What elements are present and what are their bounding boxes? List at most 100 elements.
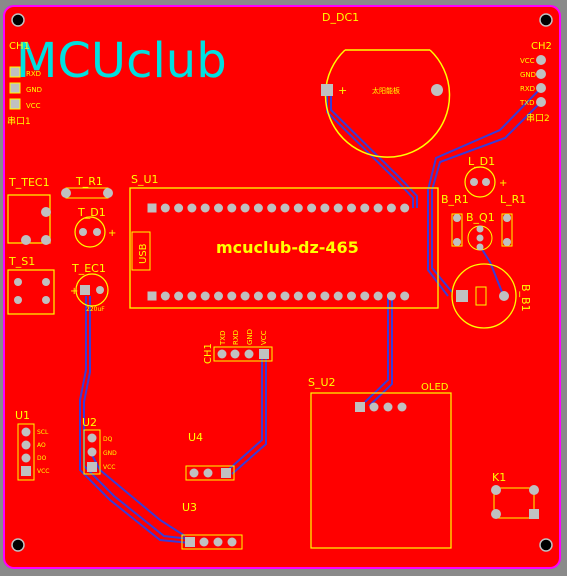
ch2-pin-4: TXD xyxy=(519,99,534,107)
ref-s-u2: S_U2 xyxy=(308,376,336,389)
u1-pin-4: VCC xyxy=(37,468,49,475)
ref-t-s1: T_S1 xyxy=(8,255,35,268)
s-u1-top-pin xyxy=(267,203,277,213)
ch1-mid-pads xyxy=(217,349,269,359)
d-dc1-plus: + xyxy=(338,84,347,97)
u1-pads xyxy=(21,427,31,476)
ref-u1: U1 xyxy=(15,409,30,422)
s-u1-bottom-pin xyxy=(320,291,330,301)
mounting-hole-top-left xyxy=(11,13,25,27)
s-u1-bottom-pin xyxy=(333,291,343,301)
mounting-hole-top-right xyxy=(539,13,553,27)
l-d1-pad-1 xyxy=(470,178,478,186)
ref-t-r1: T_R1 xyxy=(75,175,103,188)
t-r1-pad-1 xyxy=(61,188,71,198)
ch2-note: 串口2 xyxy=(526,113,550,124)
k1-pads xyxy=(491,485,539,519)
s-u1-top-pin xyxy=(214,203,223,213)
s-u1-bottom-pin xyxy=(373,291,383,301)
t-s1-pad-4 xyxy=(42,296,50,304)
b-r1-pad-1 xyxy=(453,214,461,222)
u2-pin-1: DQ xyxy=(103,436,113,443)
t-d1-plus: + xyxy=(108,228,116,239)
mounting-hole-bottom-right xyxy=(539,538,553,552)
ref-oled: OLED xyxy=(421,382,449,393)
l-d1-plus: + xyxy=(499,178,507,189)
s-u1-top-pin xyxy=(333,203,343,213)
u4-pads xyxy=(189,468,231,478)
s-u1-bottom-pin xyxy=(240,291,250,301)
s-u1-bottom-pin xyxy=(293,291,303,301)
ref-k1: K1 xyxy=(492,471,506,484)
ref-t-ec1: T_EC1 xyxy=(71,262,106,275)
t-d1-outline xyxy=(74,216,106,248)
ref-b-b1: B_B1 xyxy=(519,284,532,312)
s-u1-bottom-pin xyxy=(267,291,277,301)
t-tec1-pad-3 xyxy=(41,235,51,245)
u2-pin-3: VCC xyxy=(103,464,115,471)
ch1-mid-pin-4: VCC xyxy=(260,330,268,345)
board-substrate xyxy=(3,5,561,569)
s-u1-usb-label: USB xyxy=(138,243,149,264)
d-dc1-pad-plus xyxy=(321,84,333,96)
ch1-mid-pin-3: GND xyxy=(246,329,254,345)
s-u1-bottom-pin xyxy=(200,291,210,301)
d-dc1-pad-minus xyxy=(431,84,443,96)
u3-pads xyxy=(185,537,237,547)
ref-b-r1: B_R1 xyxy=(441,193,469,206)
t-ec1-pad-1 xyxy=(80,285,90,295)
board-silk-label: mcuclub-dz-465 xyxy=(216,238,359,257)
ref-b-q1: B_Q1 xyxy=(466,211,495,224)
b-q1-pad-1 xyxy=(476,225,484,233)
ch1-mid-pin-1: TXD xyxy=(219,331,227,346)
ch1-left-note: 串口1 xyxy=(7,116,31,127)
s-u1-top-pin xyxy=(174,203,184,213)
u2-pads xyxy=(87,433,97,472)
s-u1-bottom-pin xyxy=(253,291,263,301)
l-r1-pad-1 xyxy=(503,214,511,222)
l-d1-outline xyxy=(464,166,496,198)
ch2-pin-1: VCC xyxy=(520,57,535,65)
s-u1-bottom-pin xyxy=(307,291,317,301)
s-u1-bottom-pin xyxy=(280,291,290,301)
ch1-left-pin-1: RXD xyxy=(26,70,41,78)
s-u1-bottom-pin xyxy=(227,291,237,301)
s-u1-top-pin xyxy=(200,203,210,213)
s-u2-pads xyxy=(355,402,407,412)
ref-ch1-left: CH1 xyxy=(9,41,30,52)
s-u1-top-pin xyxy=(293,203,303,213)
s-u1-top-pin xyxy=(253,203,263,213)
ch2-pin-3: RXD xyxy=(520,85,535,93)
b-q1-pad-3 xyxy=(476,243,484,251)
s-u1-bottom-pin xyxy=(174,291,184,301)
ch2-pin-2: GND xyxy=(520,71,536,79)
s-u1-top-pin xyxy=(147,203,157,213)
ch2-pads xyxy=(536,55,546,107)
s-u1-usb-box xyxy=(131,231,151,271)
u1-pin-1: SCL xyxy=(37,429,49,436)
s-u1-top-pin xyxy=(240,203,250,213)
ref-u4: U4 xyxy=(188,431,203,444)
s-u1-bottom-pin xyxy=(214,291,223,301)
t-r1-pad-2 xyxy=(103,188,113,198)
s-u1-top-pin xyxy=(320,203,330,213)
s-u1-top-pin xyxy=(280,203,290,213)
b-r1-pad-2 xyxy=(453,238,461,246)
ch1-left-pin-2: GND xyxy=(26,86,42,94)
u1-pin-3: DO xyxy=(37,455,47,462)
t-ec1-plus: + xyxy=(70,286,78,297)
s-u1-top-pin xyxy=(373,203,383,213)
ch1-left-pads xyxy=(9,66,21,110)
t-s1-outline xyxy=(7,269,55,315)
u2-outline xyxy=(83,429,101,475)
t-ec1-outline xyxy=(75,273,109,307)
s-u1-bottom-pin xyxy=(187,291,197,301)
s-u1-bottom-pin-row xyxy=(147,291,410,301)
oled-outline xyxy=(310,392,452,549)
t-ec1-value: 220uF xyxy=(86,306,105,313)
u1-pin-2: AO xyxy=(37,442,46,449)
ref-l-r1: L_R1 xyxy=(500,193,526,206)
s-u1-bottom-pin xyxy=(347,291,356,301)
t-s1-pad-1 xyxy=(14,278,22,286)
